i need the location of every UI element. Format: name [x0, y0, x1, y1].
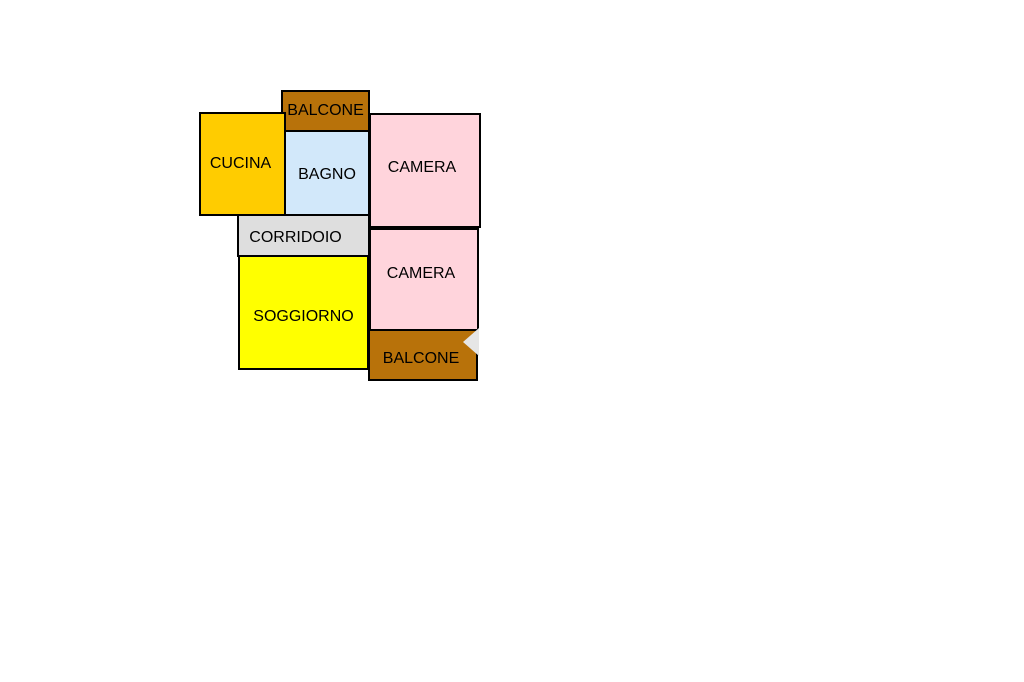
room-label: SOGGIORNO	[253, 307, 354, 325]
room-label: CORRIDOIO	[249, 229, 342, 246]
room-camera-top: CAMERA	[369, 113, 481, 228]
room-balcone-bottom: BALCONE	[368, 329, 478, 381]
room-soggiorno: SOGGIORNO	[238, 255, 369, 370]
chevron-left-icon[interactable]	[461, 328, 479, 356]
room-label: CAMERA	[387, 158, 457, 176]
room-cucina: CUCINA	[199, 112, 286, 216]
room-label: CUCINA	[209, 155, 272, 172]
room-label: BALCONE	[287, 102, 364, 119]
room-camera-bottom: CAMERA	[369, 228, 479, 332]
room-label: CAMERA	[386, 265, 456, 282]
room-label: BAGNO	[298, 166, 356, 183]
room-balcone-top: BALCONE	[281, 90, 370, 132]
room-label: BALCONE	[382, 350, 460, 367]
room-bagno: BAGNO	[284, 130, 370, 216]
room-corridoio: CORRIDOIO	[237, 214, 370, 257]
